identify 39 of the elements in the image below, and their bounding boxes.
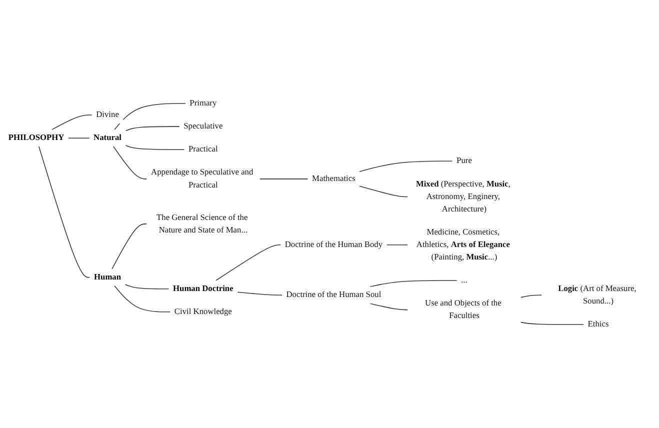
node-text: Human bbox=[94, 272, 122, 282]
connector bbox=[112, 224, 147, 270]
connector bbox=[125, 145, 185, 150]
connector bbox=[113, 146, 147, 180]
node-text: Pure bbox=[456, 156, 472, 166]
node-text: Doctrine of the Human Body bbox=[284, 240, 383, 250]
connector bbox=[259, 178, 308, 180]
connector bbox=[520, 294, 542, 298]
connector bbox=[125, 126, 180, 132]
node-text: Ethics bbox=[588, 320, 609, 329]
node-text: Civil Knowledge bbox=[174, 307, 232, 316]
node-text: Use and Objects of the Faculties bbox=[425, 298, 502, 320]
node-text: Human Doctrine bbox=[173, 284, 234, 294]
connector bbox=[124, 284, 170, 290]
connector bbox=[359, 186, 408, 198]
node-text: The General Science of the Nature and State of Man... bbox=[156, 212, 248, 234]
connector bbox=[386, 244, 408, 246]
node-text: Mathematics bbox=[312, 174, 356, 184]
connector bbox=[51, 114, 92, 130]
connector bbox=[114, 103, 186, 130]
node-text: Mixed (Perspective, Music, Astronomy, Enginery, Architecture) bbox=[416, 179, 510, 214]
connector bbox=[370, 280, 458, 288]
connector bbox=[237, 292, 282, 296]
node-text: PHILOSOPHY bbox=[8, 133, 64, 142]
connector bbox=[370, 303, 408, 310]
connector bbox=[359, 160, 453, 172]
node-text: Doctrine of the Human Soul bbox=[286, 290, 382, 300]
connector bbox=[216, 244, 282, 281]
node-text: Speculative bbox=[184, 122, 223, 131]
connector bbox=[38, 146, 90, 278]
connector bbox=[520, 322, 584, 325]
node-text: Logic (Art of Measure, Sound...) bbox=[558, 284, 636, 306]
node-text: Medicine, Cosmetics, Athletics, Arts of Elegance (Painting, Music...) bbox=[416, 228, 510, 262]
node-text: Primary bbox=[190, 98, 217, 108]
node-text: Practical bbox=[188, 144, 218, 154]
node-text: Natural bbox=[94, 133, 122, 142]
node-text: ... bbox=[461, 276, 468, 285]
node-text: Appendage to Speculative and Practical bbox=[151, 168, 254, 190]
connector bbox=[114, 285, 171, 312]
